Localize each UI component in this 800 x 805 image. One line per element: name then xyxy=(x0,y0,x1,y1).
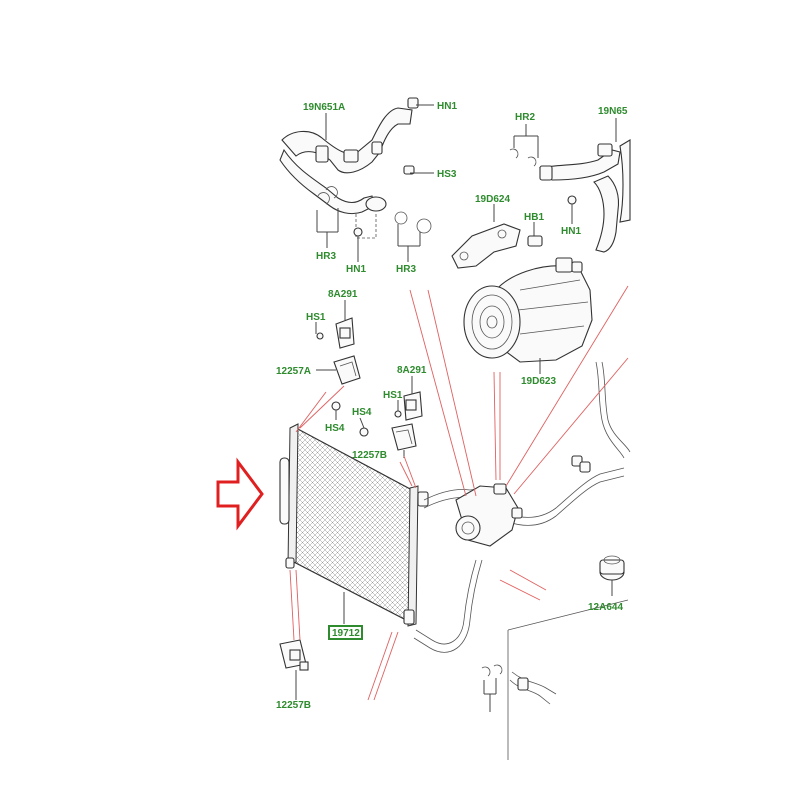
fastener-hs4 xyxy=(331,401,369,437)
label-12257B-lower-partial: 12257B xyxy=(276,700,311,711)
label-19D624: 19D624 xyxy=(475,194,510,205)
hose-assembly-top-right xyxy=(509,139,631,253)
label-19712: 19712 xyxy=(332,628,360,639)
pressure-sensor-12A644 xyxy=(599,555,625,596)
label-hs1-lower: HS1 xyxy=(383,390,403,401)
condenser-19712 xyxy=(279,423,429,627)
label-hn1-mid: HN1 xyxy=(346,264,366,275)
red-leader-lines xyxy=(289,285,629,701)
label-hs4-right: HS4 xyxy=(352,407,372,418)
label-8A291-upper: 8A291 xyxy=(328,289,358,300)
label-hr3-left: HR3 xyxy=(316,251,336,262)
label-19D623: 19D623 xyxy=(521,376,556,387)
label-hs3: HS3 xyxy=(437,169,457,180)
label-hr3-right: HR3 xyxy=(396,264,416,275)
label-hn1-top: HN1 xyxy=(437,101,457,112)
label-12257A: 12257A xyxy=(276,366,311,377)
label-hr2: HR2 xyxy=(515,112,535,123)
label-hb1: HB1 xyxy=(524,212,544,223)
top-left-leaders xyxy=(316,104,434,262)
label-hs1-upper: HS1 xyxy=(306,312,326,323)
label-hn1-right: HN1 xyxy=(561,226,581,237)
label-hs4-left: HS4 xyxy=(325,423,345,434)
valve-cluster xyxy=(455,455,591,547)
pipe-network-right xyxy=(413,361,631,760)
label-12257B: 12257B xyxy=(352,450,387,461)
right-arrow-outline-icon xyxy=(216,457,264,531)
bracket-8A291-upper xyxy=(315,300,355,349)
bracket-8A291-lower xyxy=(394,376,423,421)
label-19N651A: 19N651A xyxy=(303,102,345,113)
bracket-12257B xyxy=(391,423,417,458)
bracket-19D624 xyxy=(451,223,543,269)
hose-assembly-19N651A xyxy=(279,97,432,239)
bracket-12257B-lower xyxy=(279,639,309,700)
lower-right-clips xyxy=(481,664,529,712)
compressor-19D623 xyxy=(463,257,593,363)
highlight-box-19712 xyxy=(328,625,363,640)
label-12A644-partial: 12A644 xyxy=(588,602,623,613)
label-8A291-lower: 8A291 xyxy=(397,365,427,376)
label-19N65-partial: 19N65 xyxy=(598,106,628,117)
bracket-12257A xyxy=(316,355,361,385)
